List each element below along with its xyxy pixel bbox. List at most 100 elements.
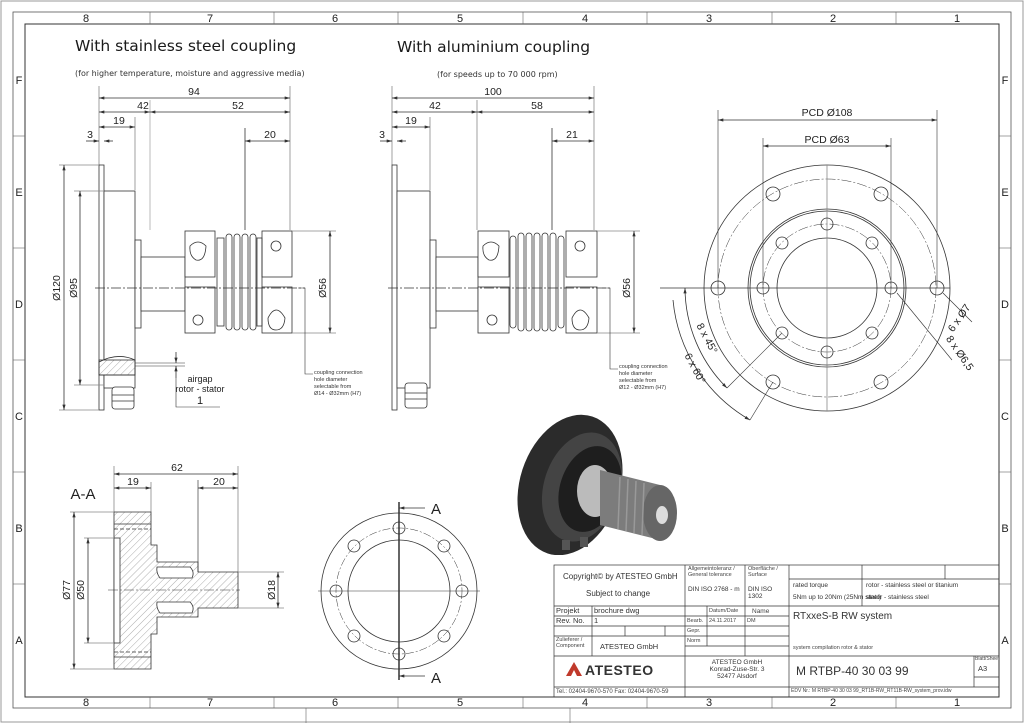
- dim-3: 3: [379, 129, 385, 141]
- norm-label: Norm: [687, 638, 701, 644]
- airgap-label: airgap: [187, 374, 212, 384]
- dim-3: 3: [87, 129, 93, 141]
- drawing-title: RTxxeS-B RW system: [793, 611, 893, 622]
- rated-torque-label: rated torque: [793, 582, 829, 589]
- col-marker: 3: [706, 13, 712, 25]
- aluminium-title: With aluminium coupling: [397, 38, 591, 56]
- col-marker: 6: [332, 697, 338, 709]
- dim-d77: Ø77: [61, 580, 73, 600]
- col-marker: 5: [457, 697, 463, 709]
- row-marker: A: [1001, 635, 1009, 647]
- rev-label: Rev. No.: [556, 616, 585, 625]
- rotor-material: rotor - stainless steel or titanium: [866, 582, 959, 589]
- dim-94: 94: [188, 86, 200, 98]
- cut-label-bottom: A: [431, 670, 441, 687]
- col-marker: 1: [954, 13, 960, 25]
- dim-42: 42: [137, 100, 149, 112]
- sheet-label: Blatt/Sheet: [975, 656, 1000, 662]
- row-marker: C: [15, 411, 23, 423]
- rev-value: 1: [594, 616, 599, 625]
- row-marker: B: [15, 523, 22, 535]
- col-marker: 2: [830, 13, 836, 25]
- pcd-63-label: PCD Ø63: [805, 134, 850, 146]
- dim-20: 20: [213, 476, 225, 488]
- tolerance-value: DIN ISO 2768 - m: [688, 586, 740, 593]
- dim-d50: Ø50: [75, 580, 87, 600]
- row-marker: C: [1001, 411, 1009, 423]
- col-marker: 3: [706, 697, 712, 709]
- dim-d56: Ø56: [317, 278, 329, 298]
- name-label: Name: [752, 608, 770, 615]
- row-marker: B: [1001, 523, 1008, 535]
- dim-20: 20: [264, 129, 276, 141]
- projekt-label: Projekt: [556, 606, 580, 615]
- col-marker: 7: [207, 13, 213, 25]
- airgap-label-2: rotor - stator: [175, 384, 224, 394]
- pcd-108-label: PCD Ø108: [802, 107, 853, 119]
- row-marker: F: [16, 75, 23, 87]
- dim-58: 58: [531, 100, 543, 112]
- col-marker: 2: [830, 697, 836, 709]
- row-marker: D: [1001, 299, 1009, 311]
- dim-d18: Ø18: [266, 580, 278, 600]
- surface-value: DIN ISO 1302: [748, 586, 773, 600]
- row-marker: D: [15, 299, 23, 311]
- phone-fax: Tel.: 02404-9670-570 Fax: 02404-9670-59: [556, 689, 669, 695]
- dim-d95: Ø95: [68, 278, 80, 298]
- subject-to-change: Subject to change: [586, 589, 651, 598]
- rated-torque-value: 5Nm up to 20Nm (25Nm steel): [793, 594, 882, 601]
- drawing-number: M RTBP-40 30 03 99: [796, 664, 909, 678]
- bearb-date: 24.11.2017: [709, 618, 737, 624]
- bearb-label: Bearb.: [687, 618, 704, 624]
- gepr-label: Gepr.: [687, 628, 701, 634]
- atesteo-logo: ATESTEO: [585, 662, 654, 678]
- airgap-value: 1: [197, 395, 203, 407]
- col-marker: 8: [83, 13, 89, 25]
- dim-19: 19: [127, 476, 139, 488]
- section-label: A-A: [70, 486, 95, 503]
- tolerance-label: Allgemeintoleranz / General tolerance: [688, 566, 735, 579]
- stainless-subtitle: (for higher temperature, moisture and ag…: [75, 69, 305, 78]
- bearb-name: DM: [747, 618, 756, 624]
- dim-d120: Ø120: [51, 275, 63, 301]
- row-marker: E: [1001, 187, 1008, 199]
- aluminium-subtitle: (for speeds up to 70 000 rpm): [437, 70, 558, 79]
- stainless-title: With stainless steel coupling: [75, 37, 297, 55]
- col-marker: 1: [954, 697, 960, 709]
- row-marker: A: [15, 635, 23, 647]
- surface-label: Oberfläche / Surface: [748, 566, 778, 579]
- datum-label: Datum/Date: [709, 608, 739, 614]
- cut-label-top: A: [431, 501, 441, 518]
- supplier-value: ATESTEO GmbH: [600, 642, 659, 651]
- col-marker: 8: [83, 697, 89, 709]
- dim-19: 19: [113, 115, 125, 127]
- product-render: [517, 414, 677, 555]
- projekt-value: brochure dwg: [594, 606, 640, 615]
- dim-100: 100: [484, 86, 502, 98]
- dim-19: 19: [405, 115, 417, 127]
- dim-d56: Ø56: [621, 278, 633, 298]
- dim-42: 42: [429, 100, 441, 112]
- copyright: Copyright© by ATESTEO GmbH: [563, 572, 678, 581]
- col-marker: 6: [332, 13, 338, 25]
- sheet-value: A3: [978, 664, 988, 673]
- dim-52: 52: [232, 100, 244, 112]
- col-marker: 7: [207, 697, 213, 709]
- stator-material: stator - stainless steel: [866, 594, 929, 601]
- dim-62: 62: [171, 462, 183, 474]
- description: system compilation rotor & stator: [793, 645, 874, 651]
- edv-number: EDV Nr.: M RTBP-40 30 03 99_RT1B-RW_RT11…: [791, 688, 952, 694]
- col-marker: 4: [582, 697, 588, 709]
- col-marker: 4: [582, 13, 588, 25]
- row-marker: E: [15, 187, 22, 199]
- col-marker: 5: [457, 13, 463, 25]
